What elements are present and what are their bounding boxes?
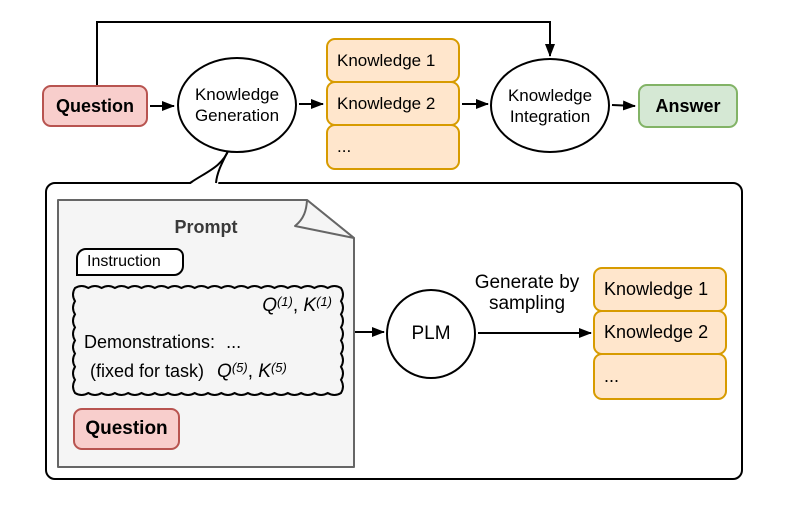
demo-pair-1: Q(1), K(1) [262, 294, 332, 316]
demonstrations-label-row: Demonstrations:... [84, 332, 242, 352]
generated-knowledge-1: Knowledge 1 [593, 267, 727, 312]
generated-knowledge-more: ... [593, 353, 727, 400]
callout-tail-fill [188, 149, 228, 186]
knowledge-item-2: Knowledge 2 [326, 81, 460, 126]
callout-tail-left-edge [189, 148, 230, 184]
knowledge-item-more: ... [326, 124, 460, 170]
prompt-title: Prompt [174, 217, 238, 237]
integration-label-line1: Knowledge [507, 85, 593, 105]
instruction-node: Instruction [76, 248, 184, 276]
demo-pair-5: Q(5), K(5) [217, 360, 287, 382]
arrow-integration-to-answer [611, 100, 636, 111]
plm-node: PLM [386, 289, 476, 379]
prompt-question-node: Question [73, 408, 180, 450]
answer-node: Answer [638, 84, 738, 128]
generation-label-line1: Knowledge [194, 85, 280, 104]
question-node: Question [42, 85, 148, 127]
knowledge-item-1: Knowledge 1 [326, 38, 460, 83]
integration-label-line2: Integration [509, 106, 591, 126]
generate-by-sampling-label: Generate by sampling [474, 272, 580, 314]
generation-label-line2: Generation [194, 106, 280, 125]
knowledge-integration-node: Knowledge Integration [490, 58, 610, 153]
demonstrations-note-row: (fixed for task)Q(5), K(5) [90, 360, 287, 382]
knowledge-generation-node: Knowledge Generation [177, 57, 297, 153]
demo-ellipsis: ... [226, 332, 242, 352]
generated-knowledge-2: Knowledge 2 [593, 310, 727, 355]
arrow-question-to-integration [96, 21, 555, 85]
callout-tail-right-edge [215, 148, 230, 184]
